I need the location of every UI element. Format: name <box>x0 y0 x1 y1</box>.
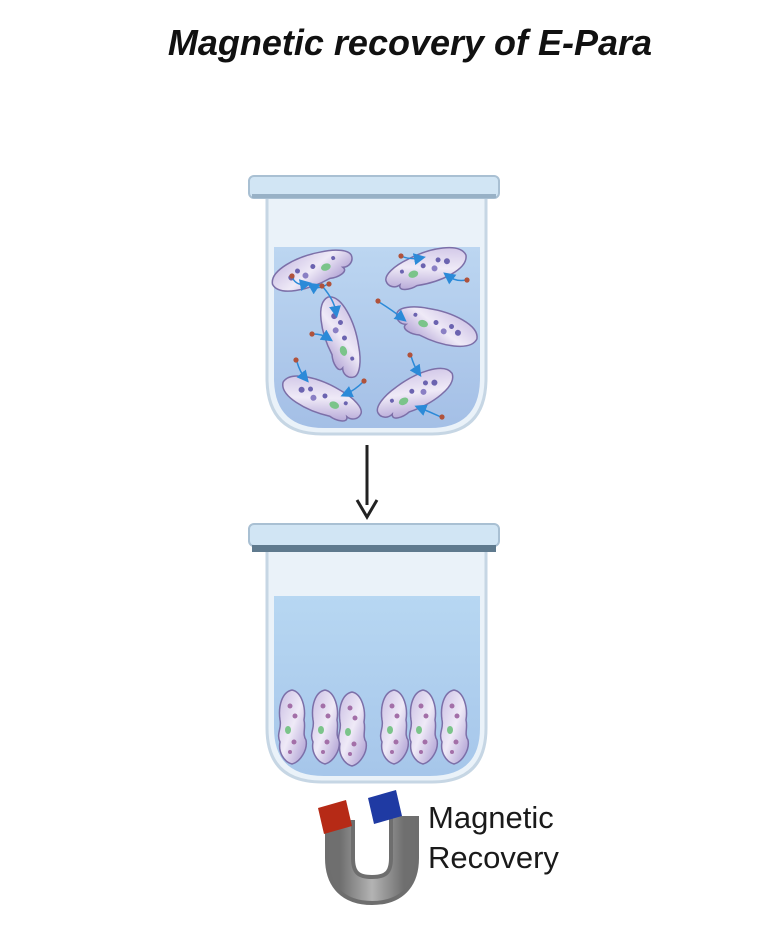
beaker-bottom <box>248 523 500 784</box>
magnet-north-pole <box>318 800 352 834</box>
beaker-top <box>248 175 500 436</box>
figure-title: Magnetic recovery of E-Para <box>167 22 653 63</box>
magnetic-recovery-label: Magnetic Recovery <box>428 798 559 878</box>
paramecium-cell <box>310 689 341 765</box>
paramecium-cell <box>277 689 308 765</box>
process-arrow <box>355 445 379 520</box>
paramecium-cell <box>379 689 410 765</box>
paramecium-cell <box>439 689 470 765</box>
label-line-1: Magnetic <box>428 800 554 835</box>
beaker-rim-bottom <box>248 523 500 547</box>
horseshoe-magnet-icon <box>318 790 419 906</box>
paramecium-cell <box>337 691 368 767</box>
label-line-2: Recovery <box>428 840 559 875</box>
magnet-south-pole <box>368 790 402 824</box>
nanoparticles <box>289 253 470 420</box>
paramecium-cell <box>408 689 439 765</box>
